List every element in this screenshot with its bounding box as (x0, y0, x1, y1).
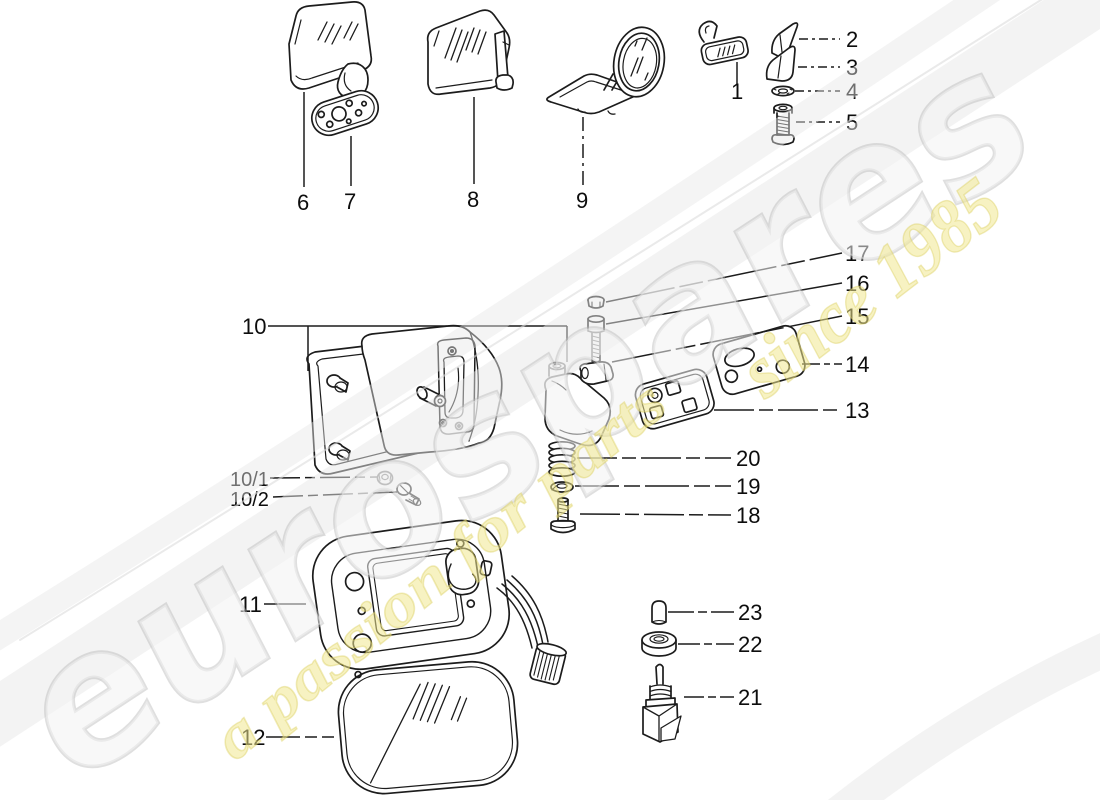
wiring-harness (496, 575, 549, 649)
part-20-spring-icon (548, 440, 576, 478)
callout-4-label: 4 (846, 79, 858, 104)
part-19-washer-icon (550, 481, 574, 493)
swoosh-edge (19, 0, 1043, 641)
glass-hatch (444, 27, 487, 63)
callout-16-label: 16 (845, 271, 869, 296)
callout-10-1-label: 10/1 (230, 469, 269, 491)
part-18-screw-icon (550, 497, 576, 534)
callout-20-label: 20 (736, 446, 760, 471)
part-1-rear-view-mirror-icon (698, 20, 749, 66)
callout-14-label: 14 (845, 352, 869, 377)
part-4-washer-icon (771, 85, 795, 97)
part-9-exterior-mirror-icon (546, 26, 666, 115)
callout-7-label: 7 (344, 189, 356, 214)
part-7-base-plate-icon (310, 89, 380, 137)
swoosh-band-upper (0, 0, 1001, 651)
callout-21-label: 21 (738, 685, 762, 710)
part-23-knob-icon (651, 600, 667, 625)
part-3-wedge-icon (765, 45, 796, 82)
callout-9-label: 9 (576, 188, 588, 213)
callout-23-label: 23 (738, 600, 762, 625)
callout-labels: 1 2 3 4 5 6 7 8 9 10 10/1 10/2 11 12 13 … (230, 27, 869, 750)
callout-3-label: 3 (846, 55, 858, 80)
part-11-electric-mirror-icon (311, 519, 568, 686)
part-12-mirror-glass-icon (337, 660, 519, 795)
connector-plug (529, 642, 568, 686)
callout-2-label: 2 (846, 27, 858, 52)
callout-8-label: 8 (467, 187, 479, 212)
part-10-2-screw-icon (396, 482, 422, 506)
glass-hatch (630, 37, 649, 81)
callout-10-2-label: 10/2 (230, 489, 269, 511)
callout-6-label: 6 (297, 190, 309, 215)
callout-17-label: 17 (845, 241, 869, 266)
part-8-interior-mirror-icon (426, 9, 514, 96)
watermark-brand-text: eurospares (0, 0, 1063, 800)
callout-11-label: 11 (239, 592, 262, 617)
callout-12-label: 12 (241, 725, 265, 750)
part-13-pad-icon (634, 368, 715, 430)
callout-18-label: 18 (736, 503, 760, 528)
leader-15 (611, 315, 843, 363)
callout-10-label: 10 (242, 314, 266, 339)
swoosh-corner (827, 633, 1100, 800)
callout-22-label: 22 (738, 632, 762, 657)
callout-13-label: 13 (845, 398, 869, 423)
callout-15-label: 15 (845, 304, 869, 329)
glass-hatch (317, 21, 359, 45)
part-14-plate-icon (712, 324, 806, 396)
part-6-interior-mirror-icon (288, 1, 373, 99)
callout-1-label: 1 (731, 79, 743, 104)
part-5-screw-icon (771, 103, 795, 146)
part-21-switch-icon (642, 663, 682, 743)
callout-19-label: 19 (736, 474, 760, 499)
part-22-ring-icon (641, 631, 677, 657)
swoosh-band (0, 0, 1100, 747)
leader-18 (579, 513, 732, 516)
glass-hatch (369, 681, 468, 784)
